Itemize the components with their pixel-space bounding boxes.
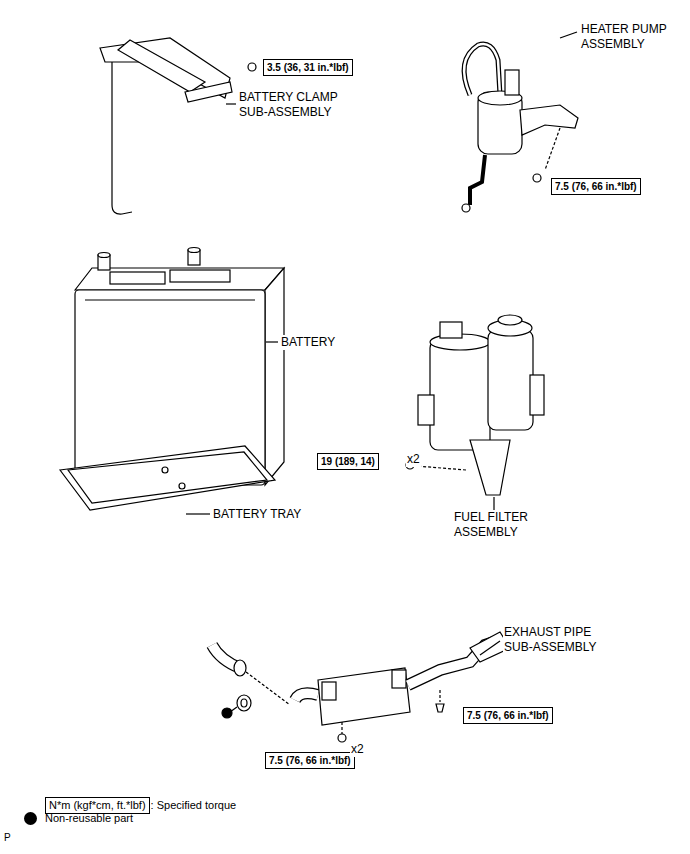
part-name: BATTERY CLAMP SUB-ASSEMBLY	[238, 90, 360, 120]
quantity-label: x2	[350, 742, 365, 757]
part-name: HEATER PUMP ASSEMBLY	[580, 22, 682, 52]
torque-box: 3.5 (36, 31 in.*lbf)	[263, 59, 353, 76]
torque-value: N*m (kgf*cm, ft.*lbf)	[49, 799, 146, 811]
quantity-label: P	[3, 830, 12, 845]
torque-box: 19 (189, 14)	[317, 453, 379, 470]
part-name: FUEL FILTER ASSEMBLY	[453, 510, 545, 540]
unit-key-box: N*m (kgf*cm, ft.*lbf)	[45, 797, 150, 814]
torque-value: 19 (189, 14)	[321, 456, 375, 467]
battery	[75, 248, 284, 486]
legend-text: : Specified torque	[151, 798, 237, 812]
torque-box: 7.5 (76, 66 in.*lbf)	[551, 178, 641, 195]
battery-tray	[60, 446, 275, 514]
part-name: BATTERY TRAY	[212, 507, 302, 522]
legend-text: Non-reusable part	[45, 811, 133, 825]
battery-clamp	[100, 38, 256, 214]
torque-value: 7.5 (76, 66 in.*lbf)	[467, 710, 549, 721]
quantity-label: x2	[406, 452, 421, 467]
non-reusable-mark	[24, 812, 37, 825]
fuel-filter	[406, 315, 544, 512]
part-name: BATTERY	[280, 335, 336, 350]
torque-value: 7.5 (76, 66 in.*lbf)	[555, 181, 637, 192]
torque-box: 7.5 (76, 66 in.*lbf)	[463, 707, 553, 724]
torque-value: 7.5 (76, 66 in.*lbf)	[269, 755, 351, 766]
part-name: EXHAUST PIPE SUB-ASSEMBLY	[503, 625, 617, 655]
torque-value: 3.5 (36, 31 in.*lbf)	[267, 62, 349, 73]
torque-box: 7.5 (76, 66 in.*lbf)	[265, 752, 355, 769]
exhaust-pipe	[212, 632, 510, 742]
